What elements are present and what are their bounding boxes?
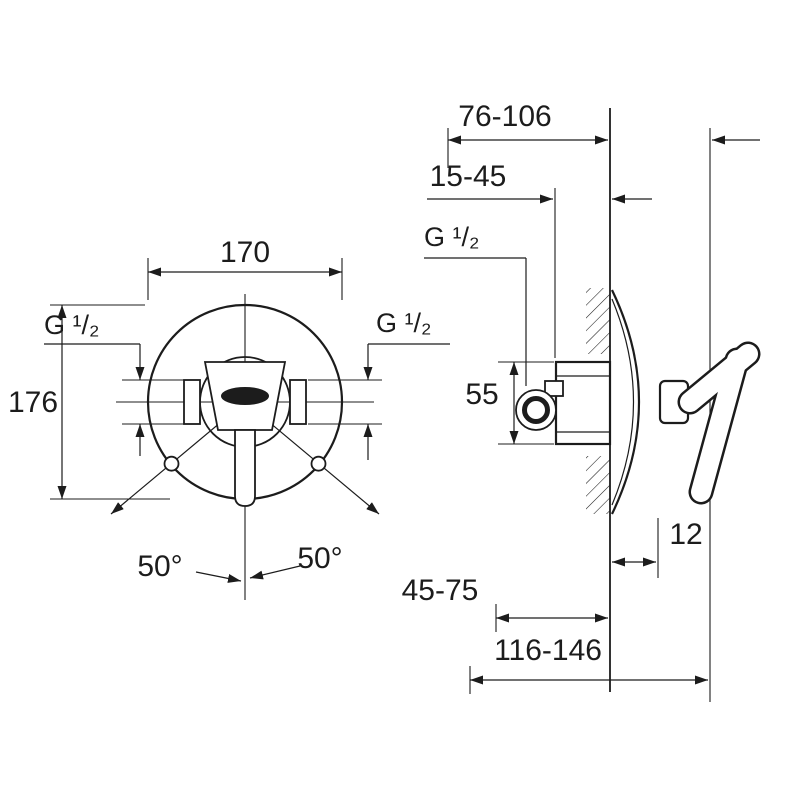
dim-depth-top: 76-106: [447, 100, 760, 168]
angle-left-label: 50°: [137, 550, 182, 583]
dim-angle-right: 50°: [249, 542, 343, 580]
handle-lever: [677, 341, 761, 505]
dim-body-height: 55: [465, 361, 554, 445]
escutcheon-profile-inner: [611, 298, 635, 506]
handle-stem: [234, 429, 256, 507]
wall-hatch-top: [586, 288, 610, 354]
cartridge-slot: [221, 387, 269, 405]
dim-depth-lower: 45-75: [402, 574, 608, 632]
supply-fitting: [544, 380, 564, 397]
supply-union-inner: [522, 396, 550, 424]
dim-thread-side: G ¹/₂: [424, 222, 527, 386]
escutcheon-profile-outer: [611, 289, 641, 515]
angle-right-label: 50°: [297, 542, 342, 575]
dim-trim-depth: 12: [612, 518, 703, 578]
dim-height-label: 176: [8, 386, 58, 419]
wall-hatch-bottom: [586, 456, 610, 514]
dim-body-height-label: 55: [465, 378, 498, 411]
dim-diameter-label: 170: [220, 236, 270, 269]
connection-ear-left: [183, 379, 201, 425]
fixing-screw-left: [163, 455, 180, 472]
thread-side-label: G ¹/₂: [424, 222, 479, 252]
dim-thread-right: G ¹/₂: [308, 308, 450, 460]
dim-diameter: 170: [147, 236, 343, 300]
dim-depth-lower-label: 45-75: [402, 574, 479, 607]
dim-height: 176: [8, 304, 170, 500]
front-dimensions: 170 176 G ¹/₂ G ¹/₂ 5: [8, 236, 450, 583]
front-view: [110, 294, 380, 600]
dim-angle-left: 50°: [137, 550, 242, 583]
dim-depth-mid-label: 15-45: [430, 160, 507, 193]
side-view: [515, 108, 761, 702]
dim-trim-depth-label: 12: [669, 518, 702, 551]
dim-depth-total: 116-146: [469, 634, 708, 694]
thread-left-label: G ¹/₂: [44, 310, 99, 340]
fixing-screw-right: [310, 455, 327, 472]
connection-ear-right: [289, 379, 307, 425]
dim-depth-total-label: 116-146: [494, 634, 602, 667]
thread-right-label: G ¹/₂: [376, 308, 431, 338]
dim-depth-mid: 15-45: [427, 160, 652, 358]
dim-thread-left: G ¹/₂: [44, 310, 186, 456]
side-dimensions: 76-106 15-45 G ¹/₂ 55 12: [402, 100, 760, 694]
dim-depth-top-label: 76-106: [458, 100, 551, 133]
